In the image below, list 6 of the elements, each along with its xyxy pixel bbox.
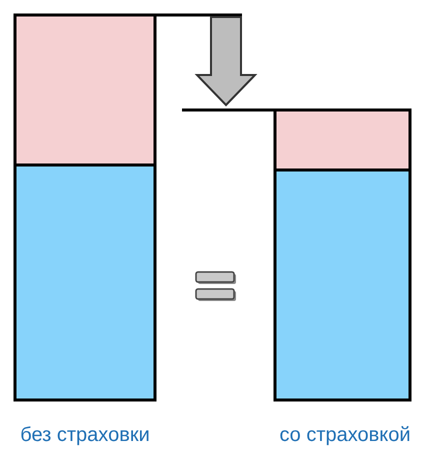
- column-caption: без страховки: [20, 424, 150, 447]
- premium-segment: [274, 108, 412, 172]
- column-caption: со страховкой: [279, 424, 411, 447]
- premium-segment: [14, 14, 156, 166]
- base-segment: [14, 164, 156, 402]
- base-segment: [274, 168, 412, 402]
